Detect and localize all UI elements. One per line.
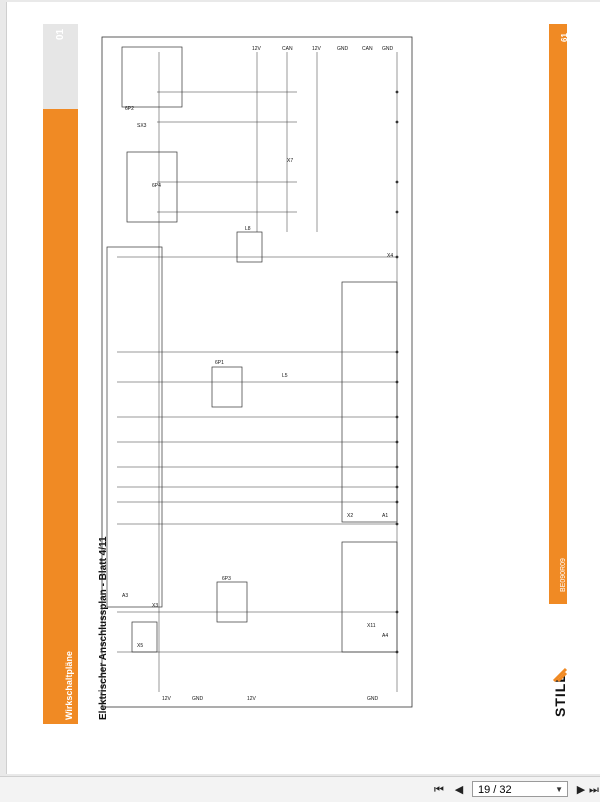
svg-text:SX3: SX3 xyxy=(137,123,147,129)
svg-text:6P3: 6P3 xyxy=(222,576,231,582)
pdf-toolbar: ⏮ ◀ 19 / 32 ▼ ▶ ⏭ xyxy=(0,776,600,802)
first-page-button[interactable]: ⏮ xyxy=(432,783,446,797)
document-code: BE090R09 xyxy=(560,558,567,592)
document-page: 01 Wirkschaltpläne Elektrischer Anschlus… xyxy=(6,2,600,774)
svg-text:A4: A4 xyxy=(382,633,388,639)
page-indicator: 19 / 32 xyxy=(478,784,512,796)
svg-text:A1: A1 xyxy=(382,513,388,519)
schematic-labels: A3 X3 6P4 X2 SX3 6P2 6P1 L8 X4 A1 A4 X5 … xyxy=(122,46,394,702)
svg-text:GND: GND xyxy=(367,696,379,702)
chevron-right-icon: ▶ xyxy=(576,784,586,796)
page-tab-number: 01 xyxy=(55,28,66,40)
schematic-components xyxy=(106,46,398,653)
svg-text:X3: X3 xyxy=(152,603,158,609)
page-number-tab xyxy=(43,24,78,109)
left-orange-band xyxy=(43,24,78,724)
wiring-schematic: A3 X3 6P4 X2 SX3 6P2 6P1 L8 X4 A1 A4 X5 … xyxy=(101,36,413,708)
svg-text:L8: L8 xyxy=(245,226,251,232)
next-page-button[interactable]: ▶ xyxy=(574,783,588,797)
schematic-wires xyxy=(117,52,398,692)
right-tab-number: 61 xyxy=(560,33,569,42)
svg-text:X7: X7 xyxy=(287,158,293,164)
svg-text:A3: A3 xyxy=(122,593,128,599)
section-title: Wirkschaltpläne xyxy=(64,651,74,720)
svg-text:12V: 12V xyxy=(162,696,172,702)
page-selector[interactable]: 19 / 32 ▼ xyxy=(472,781,568,797)
chevron-left-icon: ◀ xyxy=(454,784,464,796)
svg-text:X2: X2 xyxy=(347,513,353,519)
skip-back-icon: ⏮ xyxy=(434,784,444,796)
svg-text:L5: L5 xyxy=(282,373,288,379)
connector-dots xyxy=(395,90,399,654)
svg-text:GND: GND xyxy=(337,46,349,52)
svg-text:12V: 12V xyxy=(252,46,262,52)
last-page-button[interactable]: ⏭ xyxy=(588,783,600,797)
svg-text:CAN: CAN xyxy=(282,46,293,52)
svg-text:6P2: 6P2 xyxy=(125,106,134,112)
svg-text:6P1: 6P1 xyxy=(215,360,224,366)
svg-text:GND: GND xyxy=(192,696,204,702)
still-logo-mark-icon xyxy=(552,667,568,683)
svg-text:X4: X4 xyxy=(387,253,393,259)
svg-text:X11: X11 xyxy=(367,623,376,629)
dropdown-caret-icon: ▼ xyxy=(555,785,563,794)
svg-text:CAN: CAN xyxy=(362,46,373,52)
svg-text:GND: GND xyxy=(382,46,394,52)
svg-text:6P4: 6P4 xyxy=(152,183,161,189)
right-orange-band xyxy=(549,24,567,604)
prev-page-button[interactable]: ◀ xyxy=(452,783,466,797)
svg-text:12V: 12V xyxy=(247,696,257,702)
svg-text:X5: X5 xyxy=(137,643,143,649)
svg-text:12V: 12V xyxy=(312,46,322,52)
skip-forward-icon: ⏭ xyxy=(589,784,599,796)
